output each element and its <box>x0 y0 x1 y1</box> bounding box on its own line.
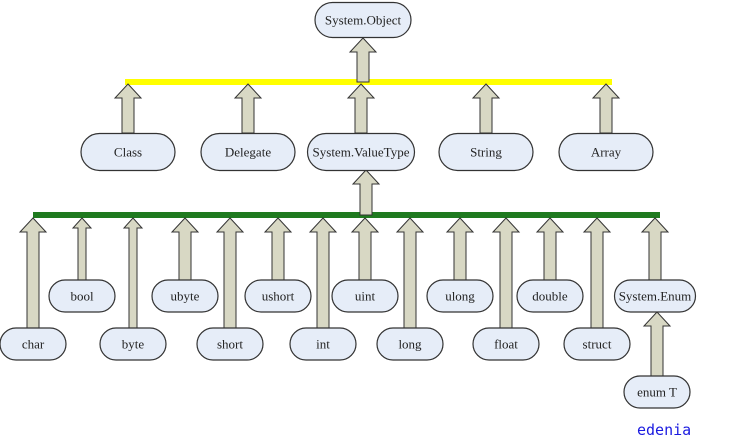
inheritance-arrow <box>582 217 612 329</box>
type-node-uint: uint <box>331 279 399 313</box>
node-shape <box>376 327 444 361</box>
node-label: float <box>494 337 518 352</box>
node-label: bool <box>70 289 94 304</box>
node-label: System.ValueType <box>313 145 410 160</box>
inheritance-arrow <box>591 83 621 134</box>
node-shape <box>200 132 296 172</box>
node-label: double <box>532 289 568 304</box>
inheritance-arrow <box>640 217 670 281</box>
node-label: String <box>470 145 502 160</box>
node-label: ulong <box>445 289 475 304</box>
inheritance-arrow <box>263 217 293 281</box>
type-node-object: System.Object <box>314 1 412 39</box>
type-node-class: Class <box>80 132 176 172</box>
node-shape <box>0 327 67 361</box>
node-label: byte <box>122 337 145 352</box>
inheritance-arrow <box>122 217 144 329</box>
inheritance-arrow <box>535 217 565 281</box>
node-label: System.Enum <box>619 289 692 304</box>
inheritance-arrow <box>642 311 672 377</box>
type-node-short: short <box>196 327 264 361</box>
type-node-struct: struct <box>563 327 631 361</box>
type-node-char: char <box>0 327 67 361</box>
node-shape <box>331 279 399 313</box>
node-label: struct <box>583 337 612 352</box>
inheritance-arrow <box>18 217 48 329</box>
node-shape <box>151 279 219 313</box>
node-shape <box>306 132 416 172</box>
node-shape <box>289 327 357 361</box>
inheritance-arrow <box>348 37 378 83</box>
node-shape <box>196 327 264 361</box>
type-node-string: String <box>438 132 534 172</box>
type-node-ulong: ulong <box>426 279 494 313</box>
type-node-byte: byte <box>99 327 167 361</box>
node-shape <box>314 1 412 39</box>
node-label: uint <box>355 289 376 304</box>
type-node-delegate: Delegate <box>200 132 296 172</box>
node-shape <box>472 327 540 361</box>
node-label: long <box>398 337 422 352</box>
node-label: short <box>217 337 243 352</box>
type-node-int: int <box>289 327 357 361</box>
node-shape <box>48 279 116 313</box>
node-shape <box>613 279 697 313</box>
node-shape <box>244 279 312 313</box>
node-shape <box>623 375 691 409</box>
node-label: ushort <box>262 289 295 304</box>
type-node-bool: bool <box>48 279 116 313</box>
inheritance-arrow <box>471 83 501 134</box>
node-label: Class <box>114 145 142 160</box>
type-node-long: long <box>376 327 444 361</box>
node-label: char <box>22 337 45 352</box>
inheritance-arrow <box>351 169 381 216</box>
inheritance-arrow <box>395 217 425 329</box>
node-shape <box>563 327 631 361</box>
inheritance-arrow <box>346 83 376 134</box>
type-node-ubyte: ubyte <box>151 279 219 313</box>
node-label: Delegate <box>225 145 271 160</box>
node-shape <box>426 279 494 313</box>
inheritance-arrow <box>215 217 245 329</box>
inheritance-arrow <box>350 217 380 281</box>
type-node-float: float <box>472 327 540 361</box>
signature: edenia <box>637 421 692 439</box>
inheritance-arrow <box>71 217 93 281</box>
inheritance-arrow <box>491 217 521 329</box>
type-node-array: Array <box>558 132 654 172</box>
type-node-double: double <box>516 279 584 313</box>
inheritance-arrow <box>308 217 338 329</box>
type-node-enumt: enum T <box>623 375 691 409</box>
node-label: enum T <box>637 385 677 400</box>
type-node-valuetype: System.ValueType <box>306 132 416 172</box>
node-shape <box>80 132 176 172</box>
inheritance-arrow <box>233 83 263 134</box>
type-node-enum: System.Enum <box>613 279 697 313</box>
node-shape <box>516 279 584 313</box>
inheritance-arrow <box>445 217 475 281</box>
node-shape <box>438 132 534 172</box>
node-label: Array <box>591 145 622 160</box>
inheritance-arrow <box>113 83 143 134</box>
node-shape <box>99 327 167 361</box>
type-node-ushort: ushort <box>244 279 312 313</box>
node-label: ubyte <box>171 289 200 304</box>
node-label: System.Object <box>325 13 402 28</box>
inheritance-arrow <box>170 217 200 281</box>
node-label: int <box>316 337 330 352</box>
node-shape <box>558 132 654 172</box>
